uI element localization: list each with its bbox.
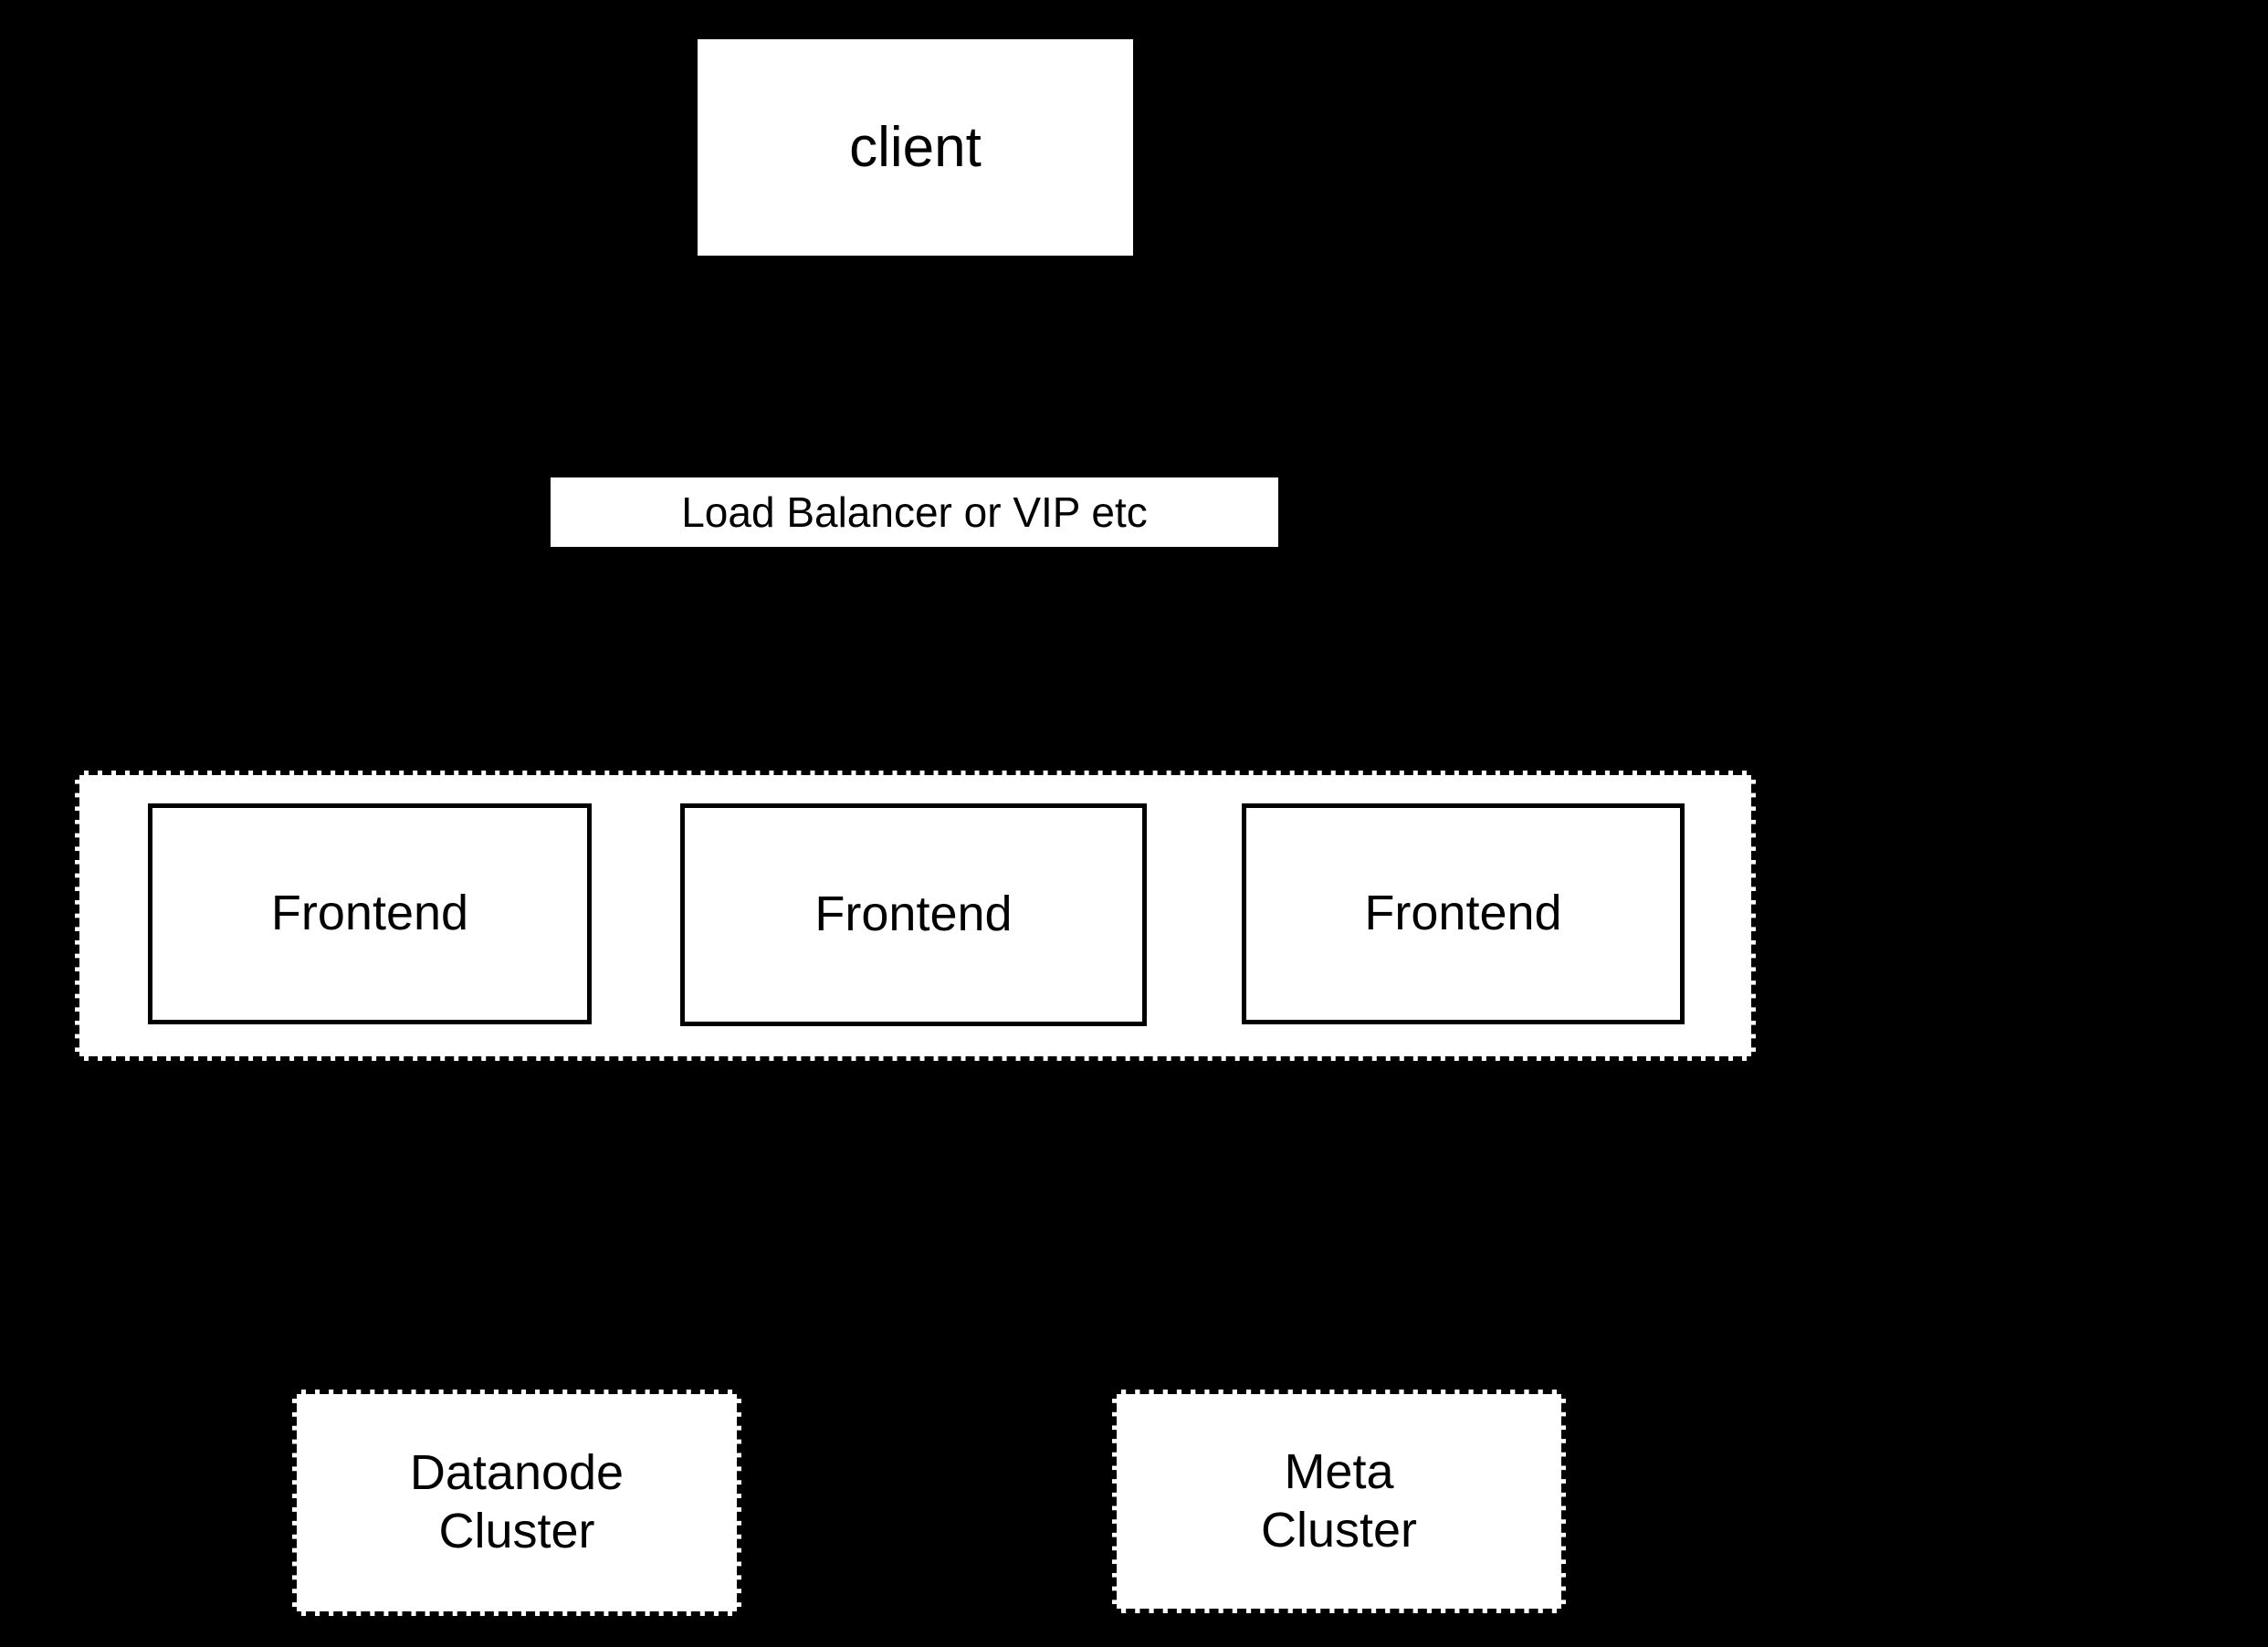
node-client[interactable]: client: [698, 39, 1133, 256]
node-frontend-1[interactable]: Frontend: [148, 803, 592, 1024]
node-meta-cluster[interactable]: Meta Cluster: [1112, 1390, 1566, 1613]
node-datanode-cluster[interactable]: Datanode Cluster: [292, 1390, 741, 1616]
node-meta-cluster-label: Meta Cluster: [1260, 1443, 1418, 1558]
node-frontend-1-label: Frontend: [270, 886, 469, 941]
node-datanode-cluster-label: Datanode Cluster: [409, 1445, 625, 1558]
node-frontend-3-label: Frontend: [1364, 886, 1562, 941]
node-client-label: client: [849, 115, 982, 179]
node-load-balancer[interactable]: Load Balancer or VIP etc: [551, 477, 1278, 547]
node-frontend-2-label: Frontend: [814, 886, 1013, 942]
node-load-balancer-label: Load Balancer or VIP etc: [681, 488, 1148, 536]
node-frontend-3[interactable]: Frontend: [1242, 803, 1685, 1024]
node-frontend-2[interactable]: Frontend: [680, 803, 1147, 1026]
